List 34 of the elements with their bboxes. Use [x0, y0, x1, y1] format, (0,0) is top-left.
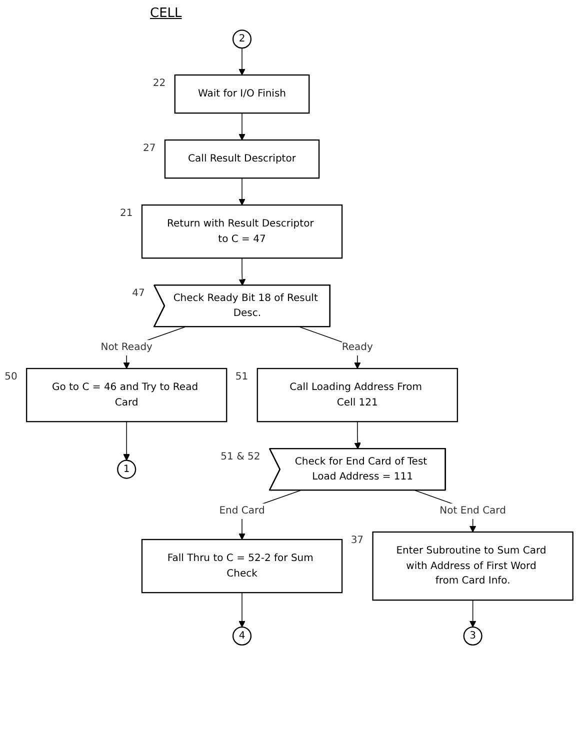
process-box: Fall Thru to C = 52-2 for Sum Check [141, 538, 343, 594]
cell-number: 47 [132, 288, 145, 299]
arrow [354, 421, 361, 450]
arrow [238, 178, 246, 206]
arrow [238, 48, 246, 76]
arrow [469, 600, 476, 628]
decision-box: Check for End Card of Test Load Address = 111 [268, 448, 446, 491]
arrow [123, 421, 130, 461]
decision-box: Check Ready Bit 18 of Result Desc. [154, 284, 330, 328]
edge-label: Ready [342, 342, 373, 354]
edge-label: End Card [219, 505, 265, 517]
process-box: Wait for I/O Finish [174, 74, 310, 114]
process-box: Go to C = 46 and Try to Read Card [26, 368, 228, 422]
process-box: Return with Result Descriptor to C = 47 [141, 204, 343, 259]
cell-number: 27 [143, 142, 156, 154]
arrow [238, 112, 246, 140]
edge-label: Not Ready [100, 342, 152, 354]
connector-circle: 3 [463, 626, 482, 646]
cell-number: 37 [350, 534, 364, 546]
connector-circle: 4 [232, 626, 252, 646]
cell-number: 51 [235, 371, 248, 382]
process-box: Call Result Descriptor [164, 139, 320, 179]
cell-number: 22 [152, 78, 166, 89]
cell-number: 51 & 52 [220, 451, 260, 462]
process-box: Call Loading Address From Cell 121 [256, 368, 458, 422]
column-heading: CELL [150, 6, 182, 21]
process-box: Enter Subroutine to Sum Card with Address of First Word from Card Info. [372, 531, 574, 601]
connector-circle: 1 [117, 460, 136, 479]
arrow [238, 258, 246, 286]
cell-number: 50 [4, 371, 18, 382]
connector-circle: 2 [232, 30, 252, 49]
cell-number: 21 [120, 208, 133, 219]
edge-label: Not End Card [440, 505, 506, 517]
arrow [238, 592, 246, 628]
